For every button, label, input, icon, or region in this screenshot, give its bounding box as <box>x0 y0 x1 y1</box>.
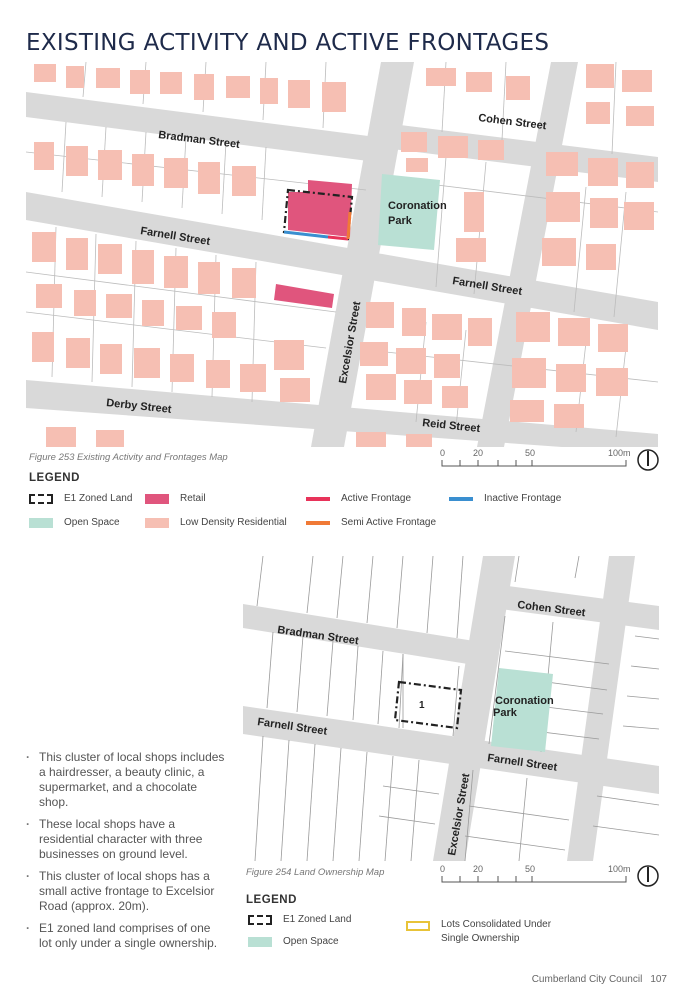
lot-number: 1 <box>419 700 425 711</box>
scale2-t2: 50 <box>525 864 535 874</box>
residential-buildings <box>32 64 654 447</box>
legend-2-open-label: Open Space <box>283 936 339 947</box>
bullet-item: These local shops have a residential cha… <box>26 817 226 862</box>
legend-1-low: Low Density Residential <box>145 517 287 528</box>
legend-1-inactive: Inactive Frontage <box>449 493 561 504</box>
legend-1-retail: Retail <box>145 493 206 504</box>
scale1-t1: 20 <box>473 448 483 458</box>
label2-coronation-park-2: Park <box>493 707 518 719</box>
scale2-t1: 20 <box>473 864 483 874</box>
legend-1-retail-label: Retail <box>180 493 206 504</box>
legend-1-title: LEGEND <box>29 472 80 484</box>
retail-swatch <box>145 493 169 504</box>
road-bradman <box>26 92 376 162</box>
scale-bar-1: 0 20 50 100m <box>440 448 659 471</box>
footer-org: Cumberland City Council <box>531 974 643 985</box>
land-ownership-map: 1 Bradman Street Cohen Street Farnell St… <box>243 556 659 861</box>
legend-2-e1-label: E1 Zoned Land <box>283 914 352 925</box>
road2-excelsior <box>433 556 515 861</box>
inactive-swatch <box>449 496 473 501</box>
legend-2-open: Open Space <box>248 936 339 947</box>
label2-coronation-park-1: Coronation <box>495 695 554 707</box>
legend-1-semi-label: Semi Active Frontage <box>341 517 437 528</box>
page-number: 107 <box>650 974 667 985</box>
scale2-t3: 100m <box>608 864 631 874</box>
legend-1-low-label: Low Density Residential <box>180 517 287 528</box>
bullet-item: E1 zoned land comprises of one lot only … <box>26 921 226 951</box>
summary-bullets: This cluster of local shops includes a h… <box>26 750 226 958</box>
legend-1-semi: Semi Active Frontage <box>306 517 436 528</box>
open-space-swatch <box>29 517 53 528</box>
legend-1-e1-label: E1 Zoned Land <box>64 493 133 504</box>
coronation-park-2 <box>491 668 553 752</box>
e1-zoned-boundary-2 <box>393 680 463 730</box>
scale1-t2: 50 <box>525 448 535 458</box>
figure-253-caption: Figure 253 Existing Activity and Frontag… <box>29 452 228 463</box>
road2-bradman <box>243 604 493 668</box>
e1-swatch <box>29 493 53 504</box>
low-density-swatch <box>145 517 169 528</box>
legend-1-active: Active Frontage <box>306 493 411 504</box>
page-footer: Cumberland City Council 107 <box>524 974 667 985</box>
page-title: EXISTING ACTIVITY AND ACTIVE FRONTAGES <box>26 30 550 56</box>
retail-site-south <box>274 284 334 308</box>
legend-2-e1: E1 Zoned Land <box>248 914 351 925</box>
road-excelsior <box>311 62 414 447</box>
scale-bar-2: 0 20 50 100m <box>440 864 659 887</box>
legend-1-inactive-label: Inactive Frontage <box>484 493 562 504</box>
consolidated-swatch <box>406 921 430 931</box>
road2-east <box>567 556 635 861</box>
legend-1-open-label: Open Space <box>64 517 120 528</box>
figure-254-caption: Figure 254 Land Ownership Map <box>246 867 385 878</box>
inactive-frontage <box>283 230 329 239</box>
legend-1-active-label: Active Frontage <box>341 493 412 504</box>
semi-active-swatch <box>306 520 330 525</box>
label-coronation-park-1: Coronation <box>388 200 447 212</box>
semi-active-frontage <box>346 211 352 240</box>
active-frontage <box>327 235 349 241</box>
scale1-t0: 0 <box>440 448 445 458</box>
legend-2-consolidated: Lots Consolidated Under Single Ownership <box>406 918 551 946</box>
coronation-park <box>378 174 440 250</box>
road-farnell <box>26 192 658 330</box>
e1-swatch-2 <box>248 914 272 925</box>
legend-1-e1: E1 Zoned Land <box>29 493 132 504</box>
legend-2-title: LEGEND <box>246 894 297 906</box>
label-coronation-park-2: Park <box>388 215 413 227</box>
bullet-item: This cluster of local shops includes a h… <box>26 750 226 810</box>
legend-2-cons-label-2: Single Ownership <box>441 933 520 944</box>
scale2-t0: 0 <box>440 864 445 874</box>
legend-1-open: Open Space <box>29 517 120 528</box>
open-space-swatch-2 <box>248 936 272 947</box>
road2-farnell <box>243 706 659 794</box>
active-swatch <box>306 496 330 501</box>
scale1-t3: 100m <box>608 448 631 458</box>
bullet-item: This cluster of local shops has a small … <box>26 869 226 914</box>
activity-frontages-map: Bradman Street Cohen Street Farnell Stre… <box>26 62 658 447</box>
legend-2-cons-label-1: Lots Consolidated Under <box>441 919 552 930</box>
